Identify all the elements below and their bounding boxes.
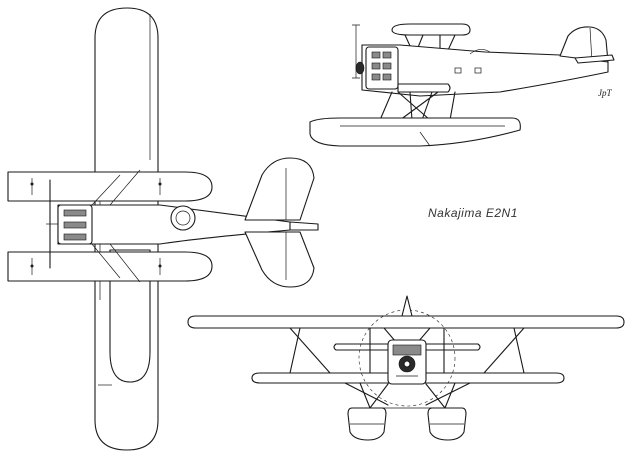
- front-view: [187, 295, 625, 441]
- side-engine: [365, 46, 399, 90]
- front-upper-wing: [187, 315, 625, 329]
- plan-cockpit: [170, 205, 196, 231]
- front-propeller-disc: [358, 309, 456, 407]
- plan-tailplane: [244, 157, 315, 221]
- side-lower-wing: [397, 83, 451, 93]
- drawing-caption: Nakajima E2N1: [428, 206, 518, 220]
- plan-view: [7, 7, 319, 451]
- side-tail-fin: [559, 26, 609, 63]
- side-upper-wing: [391, 23, 471, 36]
- plan-float-left: [7, 171, 213, 202]
- plan-float-right: [7, 251, 213, 282]
- side-view: [309, 23, 615, 147]
- plan-lower-wing: [109, 249, 151, 383]
- side-float: [309, 117, 521, 147]
- artist-initials: JpT: [598, 88, 612, 98]
